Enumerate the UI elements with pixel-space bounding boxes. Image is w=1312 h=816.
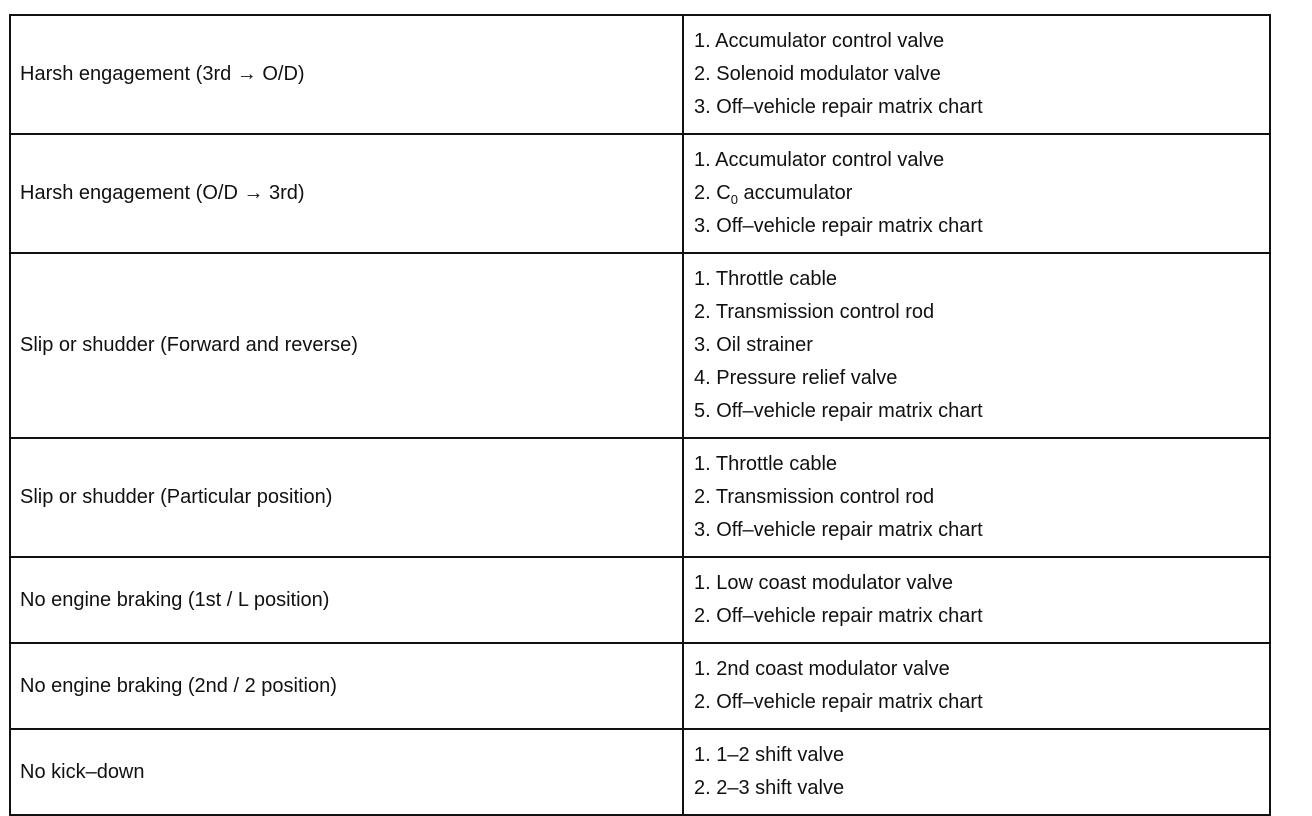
cause-item: 2. Off–vehicle repair matrix chart xyxy=(694,605,983,627)
cause-item: 2. Solenoid modulator valve xyxy=(694,63,941,85)
cause-item: 2. C0 accumulator xyxy=(694,177,1269,210)
cause-item: 5. Off–vehicle repair matrix chart xyxy=(694,400,983,422)
causes-cell: 1. 2nd coast modulator valve 2. Off–vehi… xyxy=(682,642,1271,730)
cause-item: 4. Pressure relief valve xyxy=(694,367,898,389)
symptom-cell: Slip or shudder (Particular position) xyxy=(9,437,684,558)
cause-item: 2. Off–vehicle repair matrix chart xyxy=(694,691,983,713)
cause-item: 1. Low coast modulator valve xyxy=(694,572,954,594)
cause-item: 1. Accumulator control valve xyxy=(694,149,945,171)
subscript: 0 xyxy=(730,192,738,207)
cause-item: 3. Off–vehicle repair matrix chart xyxy=(694,215,983,237)
causes-cell: 1. 1–2 shift valve 2. 2–3 shift valve xyxy=(682,728,1271,816)
cause-item: 1. Throttle cable xyxy=(694,453,838,475)
symptom-cell: Slip or shudder (Forward and reverse) xyxy=(9,252,684,439)
cause-item: 1. 1–2 shift valve xyxy=(694,744,845,766)
cause-text: 2. C xyxy=(694,182,731,204)
causes-cell: 1. Throttle cable 2. Transmission contro… xyxy=(682,252,1271,439)
symptom-cell: No engine braking (2nd / 2 position) xyxy=(9,642,684,730)
causes-cell: 1. Accumulator control valve 2. Solenoid… xyxy=(682,14,1271,135)
causes-cell: 1. Accumulator control valve 2. C0 accum… xyxy=(682,133,1271,254)
table-row: No engine braking (2nd / 2 position) 1. … xyxy=(9,642,1271,730)
symptom-cell: Harsh engagement (O/D → 3rd) xyxy=(9,133,684,254)
cause-item: 2. 2–3 shift valve xyxy=(694,777,845,799)
cause-item: 2. Transmission control rod xyxy=(694,301,935,323)
symptom-cell: Harsh engagement (3rd → O/D) xyxy=(9,14,684,135)
cause-text: accumulator xyxy=(737,182,853,204)
table-row: Harsh engagement (3rd → O/D) 1. Accumula… xyxy=(9,14,1271,135)
table-row: Slip or shudder (Particular position) 1.… xyxy=(9,437,1271,558)
symptom-cell: No kick–down xyxy=(9,728,684,816)
cause-item: 1. Throttle cable xyxy=(694,268,838,290)
cause-item: 3. Off–vehicle repair matrix chart xyxy=(694,519,983,541)
table-row: Harsh engagement (O/D → 3rd) 1. Accumula… xyxy=(9,133,1271,254)
table-row: No kick–down 1. 1–2 shift valve 2. 2–3 s… xyxy=(9,728,1271,816)
cause-item: 3. Oil strainer xyxy=(694,334,813,356)
cause-item: 2. Transmission control rod xyxy=(694,486,935,508)
cause-item: 1. Accumulator control valve xyxy=(694,30,945,52)
causes-cell: 1. Low coast modulator valve 2. Off–vehi… xyxy=(682,556,1271,644)
table-row: Slip or shudder (Forward and reverse) 1.… xyxy=(9,252,1271,439)
troubleshooting-table: Harsh engagement (3rd → O/D) 1. Accumula… xyxy=(9,14,1271,816)
cause-item: 1. 2nd coast modulator valve xyxy=(694,658,950,680)
causes-cell: 1. Throttle cable 2. Transmission contro… xyxy=(682,437,1271,558)
cause-item: 3. Off–vehicle repair matrix chart xyxy=(694,96,983,118)
table-row: No engine braking (1st / L position) 1. … xyxy=(9,556,1271,644)
symptom-cell: No engine braking (1st / L position) xyxy=(9,556,684,644)
